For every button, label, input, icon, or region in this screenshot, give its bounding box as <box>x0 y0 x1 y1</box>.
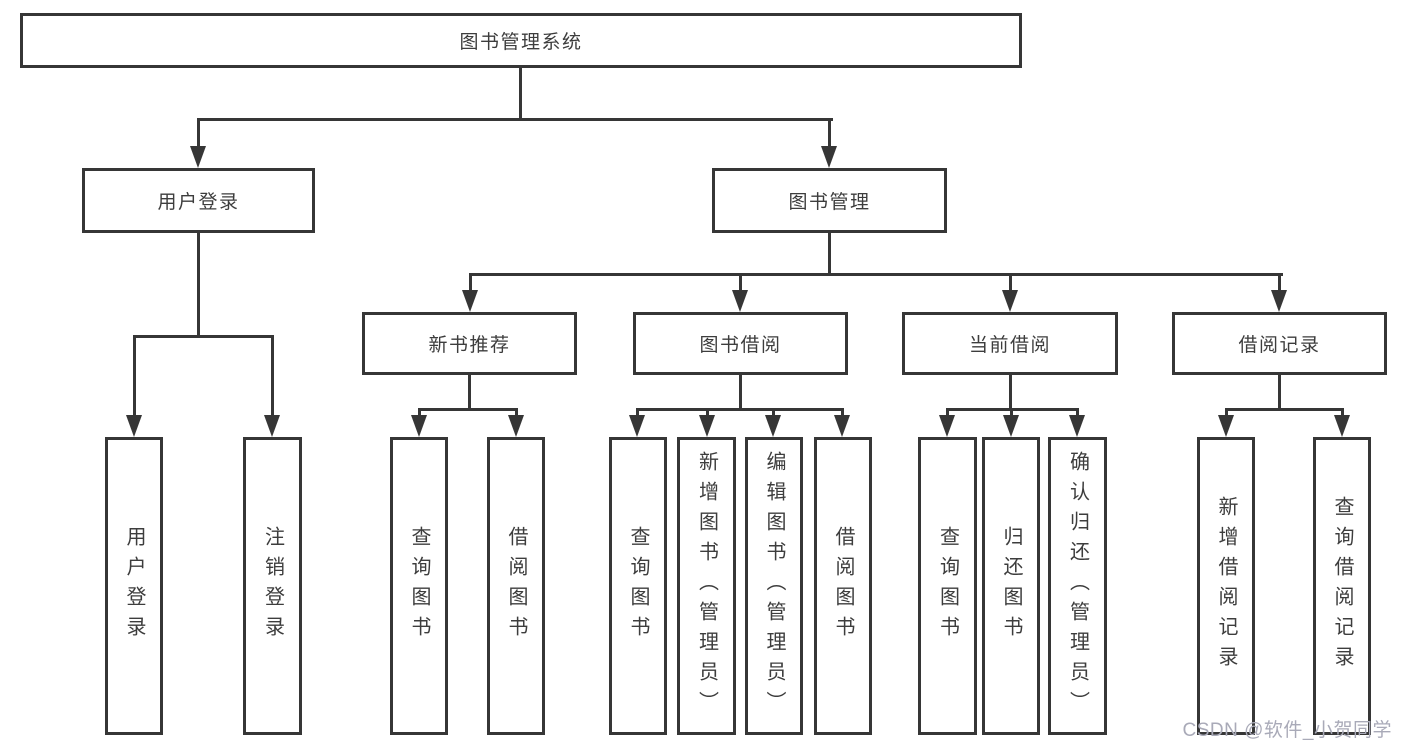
connector-current-leaf2-shaft <box>1010 408 1013 420</box>
arrowhead-to-login <box>126 415 142 437</box>
leaf-borrow-edit-books-label: 编辑图书（管理员） <box>763 451 785 721</box>
leaf-recommend-query-books-label: 查询图书 <box>408 526 430 646</box>
connector-root-crossbar <box>197 118 833 121</box>
connector-records-leaf2-shaft <box>1341 408 1344 420</box>
leaf-records-query-record: 查询借阅记录 <box>1313 437 1371 735</box>
connector-to-current-shaft <box>1009 273 1012 292</box>
node-current-borrow: 当前借阅 <box>902 312 1118 375</box>
node-library-system: 图书管理系统 <box>20 13 1022 68</box>
arrowhead-records-leaf2 <box>1334 415 1350 437</box>
node-book-management-label: 图书管理 <box>788 192 871 213</box>
leaf-borrow-query-books-label: 查询图书 <box>627 526 649 646</box>
connector-current-leaf1-shaft <box>946 408 949 420</box>
node-new-book-recommend-label: 新书推荐 <box>428 335 511 356</box>
leaf-current-query-books-label: 查询图书 <box>936 526 959 646</box>
arrowhead-current-leaf3 <box>1069 415 1085 437</box>
arrowhead-borrow-leaf2 <box>699 415 715 437</box>
leaf-borrow-borrow-books-label: 借阅图书 <box>832 526 854 646</box>
leaf-user-login: 用户登录 <box>105 437 163 735</box>
leaf-records-add-record: 新增借阅记录 <box>1197 437 1255 735</box>
leaf-records-query-record-label: 查询借阅记录 <box>1331 496 1353 676</box>
arrowhead-borrow-leaf4 <box>834 415 850 437</box>
leaf-recommend-query-books: 查询图书 <box>390 437 448 735</box>
connector-recommend-crossbar <box>418 408 518 411</box>
arrowhead-to-book-management <box>821 146 837 168</box>
connector-borrow-leaf4-shaft <box>841 408 844 420</box>
connector-current-stem <box>1009 375 1012 408</box>
arrowhead-to-records <box>1271 290 1287 312</box>
leaf-recommend-borrow-books-label: 借阅图书 <box>505 526 527 646</box>
connector-current-leaf3-shaft <box>1076 408 1079 420</box>
connector-records-stem <box>1278 375 1281 408</box>
arrowhead-to-current <box>1002 290 1018 312</box>
leaf-current-confirm-return: 确认归还（管理员） <box>1048 437 1107 735</box>
leaf-user-login-label: 用户登录 <box>123 526 145 646</box>
node-library-system-label: 图书管理系统 <box>459 32 583 53</box>
arrowhead-recommend-leaf2 <box>508 415 524 437</box>
node-new-book-recommend: 新书推荐 <box>362 312 577 375</box>
connector-borrow-stem <box>739 375 742 408</box>
connector-to-user-login-shaft <box>197 118 200 148</box>
arrowhead-current-leaf1 <box>939 415 955 437</box>
node-book-borrow-label: 图书借阅 <box>699 335 782 356</box>
connector-to-book-management-shaft <box>828 118 831 148</box>
arrowhead-to-logout <box>264 415 280 437</box>
node-current-borrow-label: 当前借阅 <box>968 335 1051 356</box>
leaf-borrow-query-books: 查询图书 <box>609 437 667 735</box>
connector-records-leaf1-shaft <box>1225 408 1228 420</box>
node-book-borrow: 图书借阅 <box>633 312 848 375</box>
arrowhead-current-leaf2 <box>1003 415 1019 437</box>
connector-recommend-leaf1-shaft <box>418 408 421 420</box>
connector-to-logout-shaft <box>271 335 274 417</box>
leaf-borrow-add-books: 新增图书（管理员） <box>677 437 736 735</box>
leaf-borrow-borrow-books: 借阅图书 <box>814 437 872 735</box>
connector-borrow-leaf1-shaft <box>636 408 639 420</box>
connector-book-management-stem <box>828 233 831 273</box>
connector-to-recommend-shaft <box>469 273 472 292</box>
arrowhead-borrow-leaf1 <box>629 415 645 437</box>
leaf-recommend-borrow-books: 借阅图书 <box>487 437 545 735</box>
connector-borrow-leaf2-shaft <box>706 408 709 420</box>
leaf-current-return-books: 归还图书 <box>982 437 1040 735</box>
node-user-login-label: 用户登录 <box>157 192 240 213</box>
arrowhead-to-borrow <box>732 290 748 312</box>
arrowhead-to-recommend <box>462 290 478 312</box>
connector-records-crossbar <box>1225 408 1343 411</box>
node-user-login: 用户登录 <box>82 168 315 233</box>
leaf-current-confirm-return-label: 确认归还（管理员） <box>1066 451 1089 721</box>
connector-user-login-crossbar <box>133 335 274 338</box>
arrowhead-to-user-login <box>190 146 206 168</box>
node-book-management: 图书管理 <box>712 168 947 233</box>
connector-book-management-crossbar <box>469 273 1283 276</box>
node-borrow-records-label: 借阅记录 <box>1238 335 1321 356</box>
csdn-watermark: CSDN @软件_小贺同学 <box>1182 720 1392 741</box>
node-borrow-records: 借阅记录 <box>1172 312 1387 375</box>
connector-user-login-stem <box>197 233 200 335</box>
connector-borrow-leaf3-shaft <box>772 408 775 420</box>
arrowhead-records-leaf1 <box>1218 415 1234 437</box>
connector-to-borrow-shaft <box>739 273 742 292</box>
connector-recommend-leaf2-shaft <box>515 408 518 420</box>
connector-root-stem <box>519 68 522 118</box>
connector-borrow-crossbar <box>636 408 844 411</box>
connector-to-records-shaft <box>1278 273 1281 292</box>
leaf-logout-label: 注销登录 <box>261 526 284 646</box>
leaf-current-query-books: 查询图书 <box>918 437 977 735</box>
arrowhead-recommend-leaf1 <box>411 415 427 437</box>
connector-recommend-stem <box>468 375 471 408</box>
leaf-logout: 注销登录 <box>243 437 302 735</box>
arrowhead-borrow-leaf3 <box>765 415 781 437</box>
leaf-borrow-add-books-label: 新增图书（管理员） <box>695 451 718 721</box>
leaf-records-add-record-label: 新增借阅记录 <box>1215 496 1237 676</box>
connector-to-login-shaft <box>133 335 136 417</box>
leaf-current-return-books-label: 归还图书 <box>1000 526 1022 646</box>
leaf-borrow-edit-books: 编辑图书（管理员） <box>745 437 803 735</box>
